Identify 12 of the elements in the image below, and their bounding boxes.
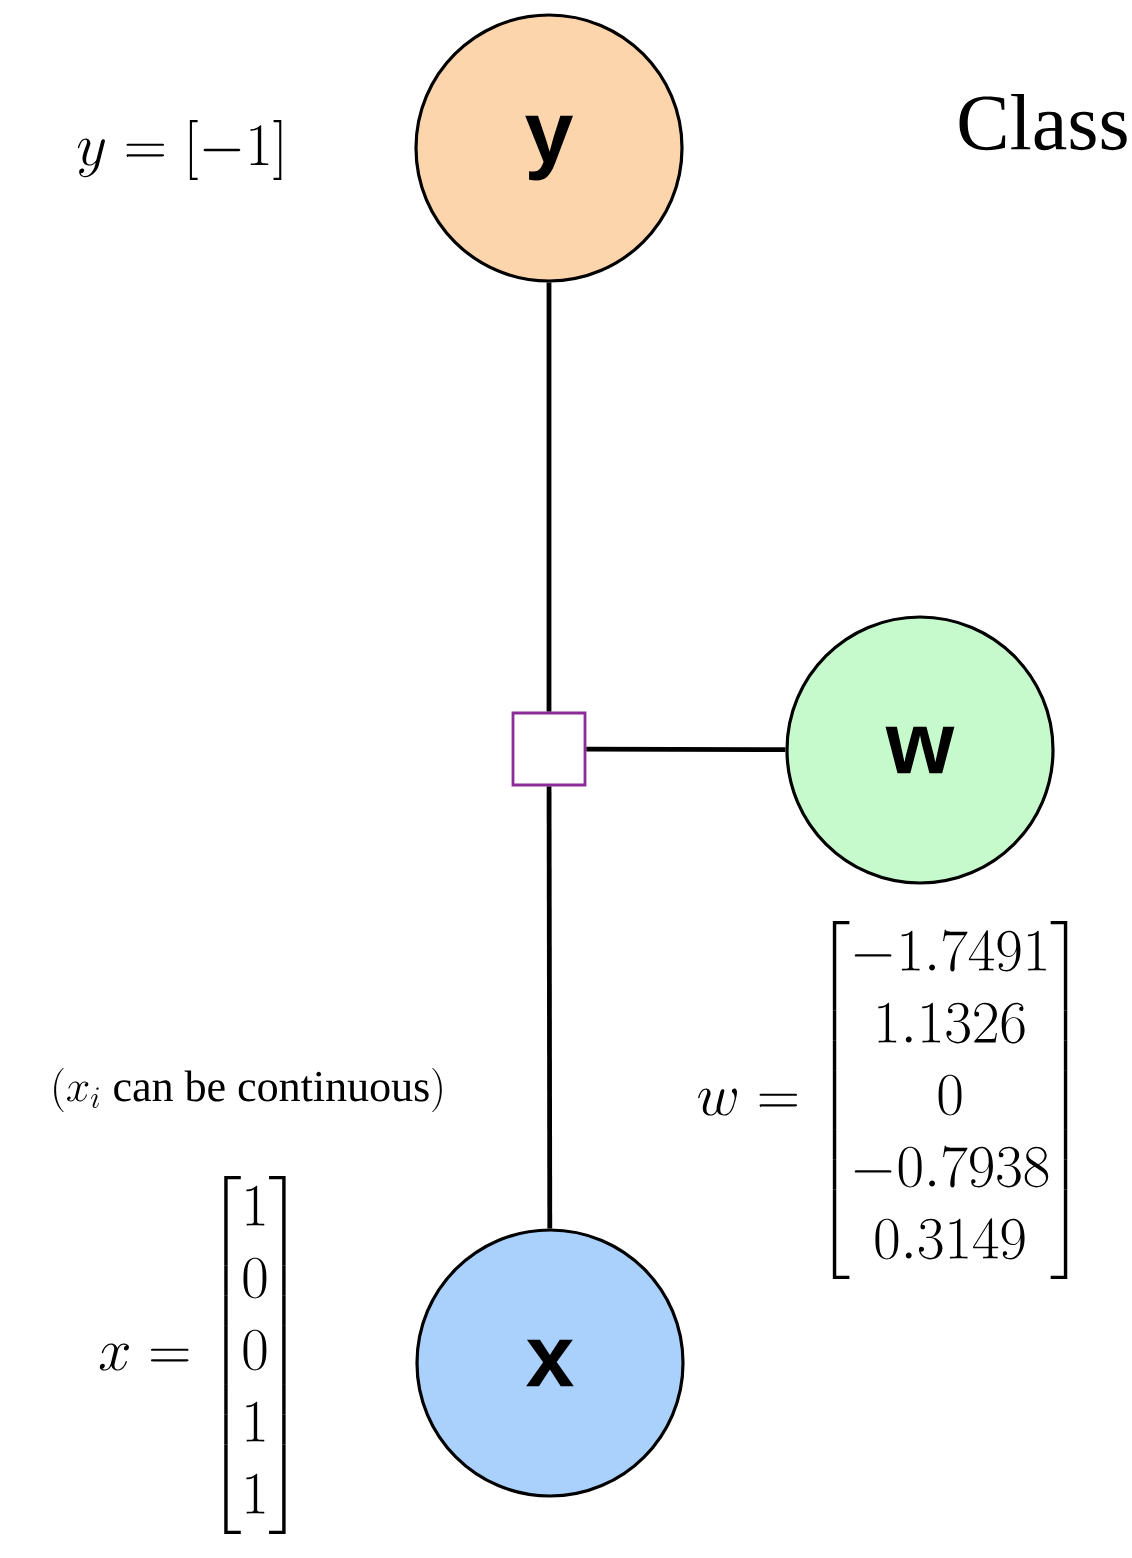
title: Class	[959, 93, 1127, 151]
connector-line	[586, 746, 786, 753]
connector-line	[546, 786, 553, 1229]
connector-line	[546, 282, 552, 712]
formula: $y = [-1]$	[77, 120, 282, 180]
circle-node: x	[415, 1228, 685, 1498]
circle-node: w	[785, 615, 1055, 885]
circle-node: y	[414, 13, 684, 283]
formula: $w = \begin{bmatrix} -1.7491 \\ 1.1326 \\ 0 \\ -0.7938 \\ 0.3149 \end{bmatrix}$	[698, 920, 1068, 1280]
factor-square	[511, 711, 587, 787]
formula: $(x_i \text{ can be continuous})$	[54, 1068, 442, 1112]
formula: $x = \begin{bmatrix} 1 \\ 0 \\ 0 \\ 1 \\ 1 \end{bmatrix}$	[99, 1175, 286, 1535]
